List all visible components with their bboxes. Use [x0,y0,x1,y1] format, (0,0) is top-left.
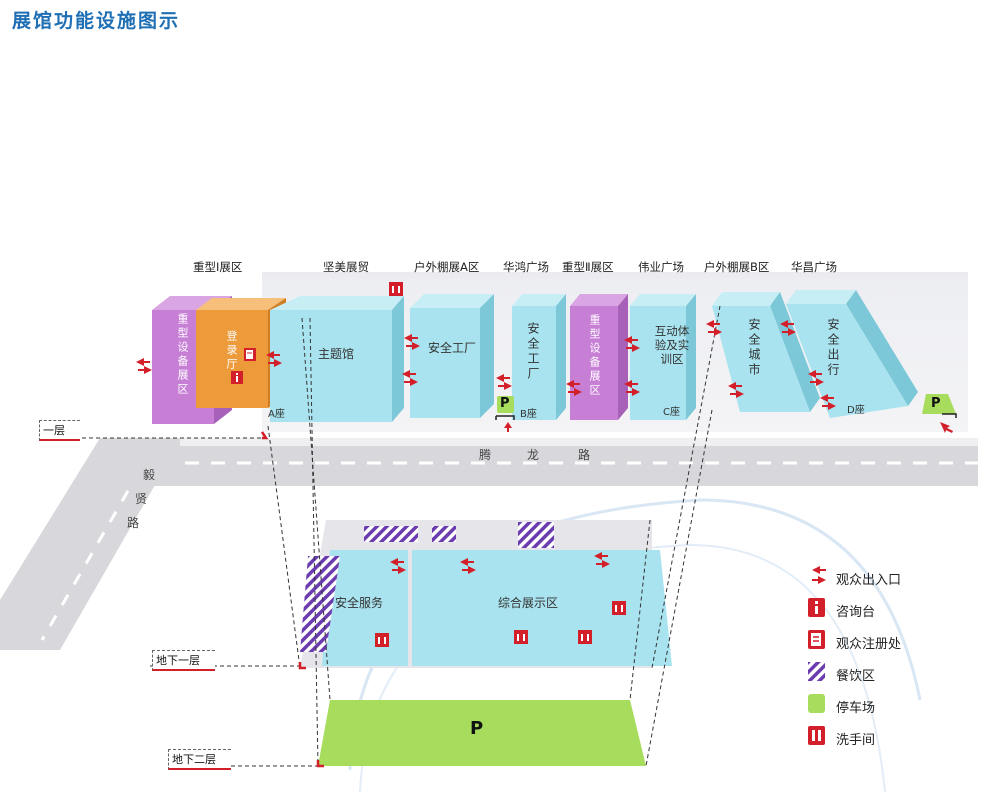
block-a-label: A座 [268,409,285,420]
parking-badge-b: P [500,396,510,411]
block-b-label: B座 [520,409,537,420]
road-tenglong-1: 腾 [479,448,492,462]
zone-label-weiye: 伟业广场 [638,260,684,274]
map-legend: 观众出入口 咨询台 观众注册处 餐饮区 停车场 洗手间 [804,562,901,754]
hall-heavy-equipment-2: 重型设备展区 [588,314,601,398]
legend-item-parking: 停车场 [804,690,901,722]
block-c-label: C座 [663,407,680,418]
basement-2-parking [318,700,646,766]
legend-item-info: 咨询台 [804,594,901,626]
hall-general-exhibit: 综合展示区 [498,596,559,610]
hall-theme: 主题馆 [318,347,355,361]
hall-interactive: 互动体验及实训区 [654,324,690,366]
floor-label-b2: 地下二层 [168,749,231,770]
hall-safe-city: 安全城市 [747,318,761,378]
hall-heavy-equipment: 重型设备展区 [176,313,189,397]
zone-label-jianmei: 坚美展贸 [323,260,369,274]
hall-safety-service: 安全服务 [335,596,384,610]
legend-label: 停车场 [836,700,876,716]
legend-label: 餐饮区 [836,668,876,684]
road-yixian-1: 毅 [143,468,156,482]
floor-label-f1: 一层 [39,420,80,441]
hall-safety-factory: 安全工厂 [428,341,477,355]
hall-safety-factory-vertical: 安全工厂 [526,322,540,382]
legend-item-registration: 观众注册处 [804,626,901,658]
parking-badge-d: P [931,396,941,411]
floor-label-b1: 地下一层 [152,650,215,671]
road-tenglong-3: 路 [578,448,591,462]
legend-item-dining: 餐饮区 [804,658,901,690]
hall-safe-travel: 安全出行 [826,318,840,378]
legend-label: 咨询台 [836,604,876,620]
yixian-road [0,438,182,650]
zone-label-outdoor-b: 户外棚展B区 [704,260,770,274]
zone-label-heavy1: 重型Ⅰ展区 [193,260,243,274]
zone-label-outdoor-a: 户外棚展A区 [414,260,480,274]
zone-label-heavy2: 重型Ⅱ展区 [562,260,614,274]
zone-label-huachang: 华昌广场 [791,260,837,274]
block-d-label: D座 [847,405,865,416]
legend-item-entrance: 观众出入口 [804,562,901,594]
hall-registration: 登录厅 [225,330,238,372]
road-tenglong-2: 龙 [527,448,540,462]
parking-label-b2: P [470,718,484,739]
zone-label-huahong: 华鸿广场 [503,260,549,274]
road-yixian-2: 贤 [135,492,148,506]
legend-item-restroom: 洗手间 [804,722,901,754]
road-yixian-3: 路 [127,516,140,530]
legend-label: 洗手间 [836,732,876,748]
legend-label: 观众注册处 [836,636,902,652]
legend-label: 观众出入口 [836,572,902,588]
page-title: 展馆功能设施图示 [12,10,181,32]
